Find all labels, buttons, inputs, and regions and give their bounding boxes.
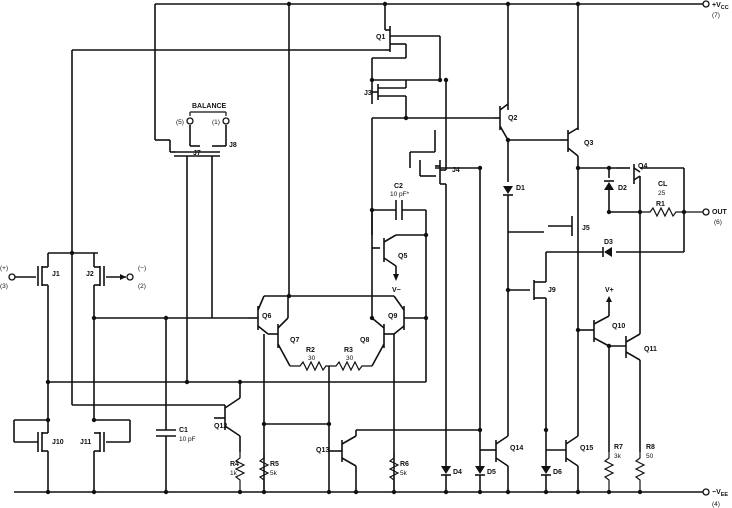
top-current-mirror (369, 1, 494, 470)
j10-j11-mirror (13, 417, 131, 492)
j7-label: J7 (193, 150, 201, 157)
r4-value: 1k (230, 470, 238, 477)
d6-label: D6 (553, 469, 562, 476)
q2-label: Q2 (508, 115, 517, 122)
bal1-terminal (222, 117, 230, 125)
r5-value: 5k (270, 470, 278, 477)
c2-value: 10 pF* (390, 191, 410, 198)
r8-label: R8 (646, 444, 655, 451)
cl-value: 25 (658, 190, 666, 197)
q9-label: Q9 (388, 313, 397, 320)
bal1-pin: (1) (212, 119, 220, 126)
in-minus-pin: (2) (138, 283, 146, 290)
r3-value: 30 (346, 355, 354, 362)
vcc-pin: (7) (712, 12, 720, 19)
junction-dots (45, 77, 643, 495)
q6-label: Q6 (262, 313, 271, 320)
q10-label: Q10 (612, 323, 625, 330)
r8-value: 50 (646, 453, 654, 460)
vee-rail (14, 488, 710, 496)
c2-label: C2 (394, 183, 403, 190)
q7-label: Q7 (290, 337, 299, 344)
r7-value: 3k (614, 453, 622, 460)
q8-label: Q8 (360, 337, 369, 344)
q3-label: Q3 (584, 140, 593, 147)
j5-label: J5 (582, 225, 590, 232)
vee-pin: (4) (712, 501, 720, 508)
q15-label: Q15 (580, 445, 593, 452)
r4-label: R4 (230, 461, 239, 468)
cl-label: CL (658, 181, 668, 188)
r6-label: R6 (400, 461, 409, 468)
vcc-rail (154, 0, 710, 141)
r2-label: R2 (306, 347, 315, 354)
bal5-terminal (186, 117, 194, 125)
j3-label: J3 (364, 90, 372, 97)
j2-label: J2 (86, 271, 94, 278)
d4-label: D4 (453, 469, 462, 476)
j11-label: J11 (80, 439, 91, 446)
vplus-label: V+ (605, 287, 614, 294)
in-minus-label: (−) (138, 265, 146, 272)
in-minus-terminal (126, 273, 134, 281)
d3-label: D3 (604, 239, 613, 246)
bottom-sink (441, 330, 579, 492)
q5-label: Q5 (398, 253, 407, 260)
vee-label: −VEE (712, 489, 728, 498)
vee-terminal (702, 488, 710, 496)
c1-label: C1 (179, 427, 188, 434)
j8-label: J8 (229, 142, 237, 149)
r5-label: R5 (270, 461, 279, 468)
r2-value: 30 (308, 355, 316, 362)
d5-label: D5 (487, 469, 496, 476)
balance-fets (169, 111, 230, 382)
in-plus-terminal (8, 273, 16, 281)
r7-label: R7 (614, 444, 623, 451)
j4-label: J4 (452, 167, 460, 174)
out-pin: (6) (714, 219, 722, 226)
vminus-label: V− (392, 287, 401, 294)
capacitor-c1 (156, 318, 176, 492)
q11-label: Q11 (644, 346, 657, 353)
vcc-label: +VCC (712, 2, 729, 11)
r6-value: 5k (400, 470, 408, 477)
c1-value: 10 pF (179, 436, 196, 443)
balance-title: BALANCE (192, 103, 227, 110)
q4-label: Q4 (638, 163, 647, 170)
j10-label: J10 (52, 439, 64, 446)
r1-label: R1 (656, 201, 665, 208)
input-stage (8, 49, 426, 420)
vcc-terminal (702, 0, 710, 8)
q13-label: Q13 (316, 447, 329, 454)
diff-pair (248, 1, 427, 492)
output-terminal (702, 208, 710, 216)
bal5-pin: (5) (176, 119, 184, 126)
j9-label: J9 (548, 287, 556, 294)
q1-label: Q1 (376, 34, 385, 41)
output-stage (477, 1, 710, 492)
bias-transistors (72, 379, 480, 492)
in-plus-label: (+) (0, 265, 8, 272)
out-label: OUT (712, 209, 728, 216)
d2-label: D2 (618, 185, 627, 192)
d1-label: D1 (516, 185, 525, 192)
q14-label: Q14 (510, 445, 523, 452)
j1-label: J1 (52, 271, 60, 278)
q12-label: Q12 (214, 423, 227, 430)
in-plus-pin: (3) (0, 283, 8, 290)
r3-label: R3 (344, 347, 353, 354)
